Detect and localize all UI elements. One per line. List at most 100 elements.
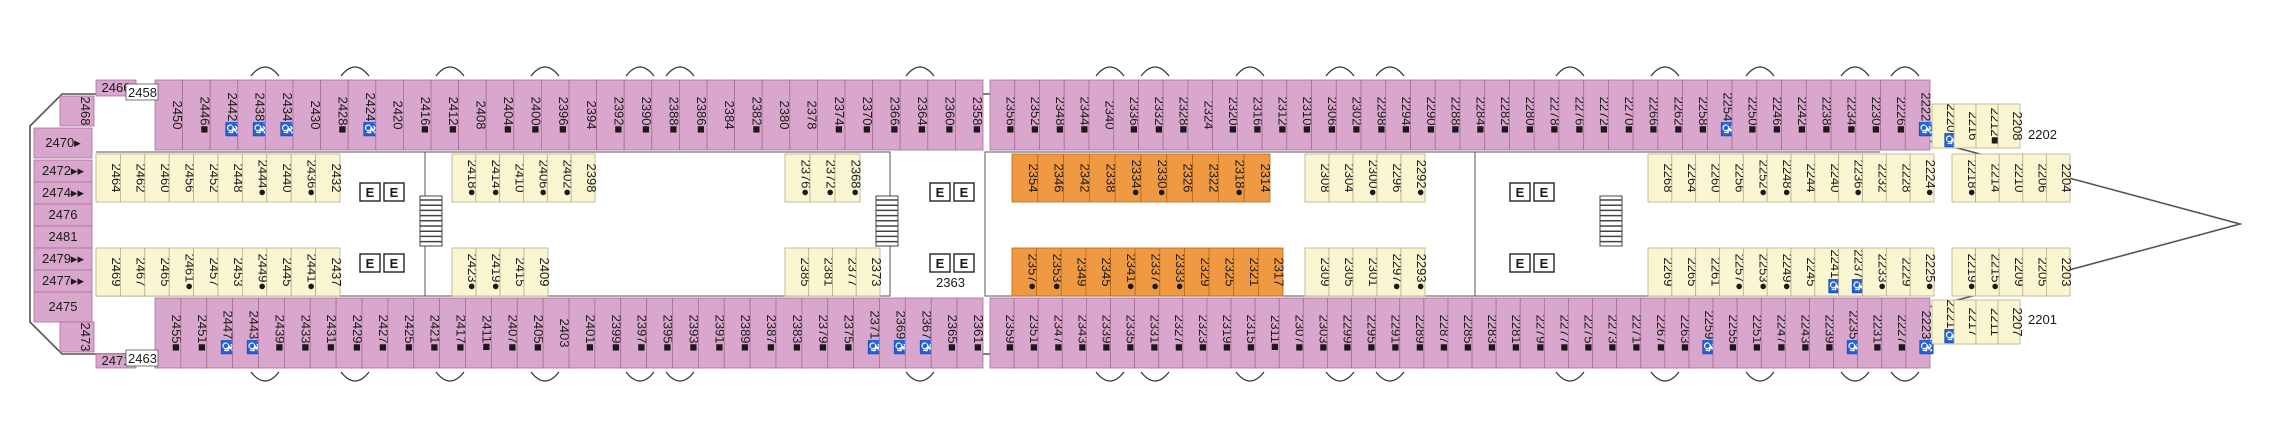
cabin-2226[interactable]: 2226■ — [1880, 79, 1909, 151]
cabin-2450[interactable]: 2450 — [154, 79, 185, 151]
cabin-2314[interactable]: 2314 — [1243, 153, 1273, 203]
cabin-2398[interactable]: 2398 — [570, 153, 599, 203]
cabin-2395[interactable]: 2395■ — [646, 297, 676, 369]
cabin-2337[interactable]: 2337● — [1134, 247, 1164, 297]
cabin-2349[interactable]: 2349 — [1060, 247, 1090, 297]
cabin-2328[interactable]: 2328■ — [1162, 79, 1192, 151]
cabin-2461[interactable]: 2461● — [168, 247, 197, 297]
cabin-2317[interactable]: 2317 — [1257, 247, 1287, 297]
cabin-2272[interactable]: 2272■ — [1583, 79, 1612, 151]
cabin-2412[interactable]: 2412■ — [430, 79, 461, 151]
cabin-2425[interactable]: 2425■ — [387, 297, 417, 369]
cabin-2333[interactable]: 2333● — [1159, 247, 1188, 297]
cabin-2481[interactable]: 2481 — [33, 225, 93, 249]
cabin-2401[interactable]: 2401■ — [568, 297, 598, 369]
cabin-2280[interactable]: 2280■ — [1509, 79, 1538, 151]
cabin-2392[interactable]: 2392■ — [596, 79, 627, 151]
cabin-2449[interactable]: 2449● — [241, 247, 271, 297]
cabin-2341[interactable]: 2341● — [1110, 247, 1139, 297]
cabin-2451[interactable]: 2451■ — [180, 297, 210, 369]
cabin-2320[interactable]: 2320■ — [1212, 79, 1241, 151]
cabin-2448[interactable]: 2448 — [217, 153, 246, 203]
cabin-2374[interactable]: 2374■ — [817, 79, 847, 151]
cabin-2468[interactable]: 2468 — [59, 95, 95, 127]
cabin-2263[interactable]: 2263■ — [1664, 297, 1693, 369]
cabin-2208[interactable]: 2208 — [1997, 103, 2025, 149]
cabin-2472[interactable]: 2472▸▸ — [33, 159, 93, 183]
cabin-2469[interactable]: 2469 — [95, 247, 124, 297]
cabin-2440[interactable]: 2440 — [266, 153, 295, 203]
cabin-2445[interactable]: 2445 — [266, 247, 295, 297]
cabin-2357[interactable]: 2357● — [1011, 247, 1040, 297]
cabin-2365[interactable]: 2365■ — [930, 297, 960, 369]
cabin-2460[interactable]: 2460 — [144, 153, 173, 203]
cabin-2467[interactable]: 2467 — [120, 247, 149, 297]
cabin-2352[interactable]: 2352■ — [1014, 79, 1043, 151]
cabin-2462[interactable]: 2462 — [120, 153, 149, 203]
cabin-2382[interactable]: 2382■ — [734, 79, 765, 151]
cabin-2310[interactable]: 2310■ — [1286, 79, 1315, 151]
cabin-2396[interactable]: 2396■ — [541, 79, 571, 151]
cabin-2386[interactable]: 2386■ — [679, 79, 709, 151]
cabin-2378[interactable]: 2378 — [789, 79, 820, 151]
cabin-2293[interactable]: 2293● — [1400, 247, 1429, 297]
cabin-2238[interactable]: 2238■ — [1805, 79, 1835, 151]
cabin-2348[interactable]: 2348■ — [1039, 79, 1068, 151]
cabin-2387[interactable]: 2387■ — [749, 297, 779, 369]
cabin-2456[interactable]: 2456 — [168, 153, 197, 203]
cabin-2408[interactable]: 2408 — [458, 79, 489, 151]
cabin-2389[interactable]: 2389■ — [723, 297, 753, 369]
cabin-2403[interactable]: 2403 — [542, 297, 572, 369]
cabin-2477[interactable]: 2477▸▸ — [33, 269, 93, 293]
cabin-2383[interactable]: 2383■ — [775, 297, 805, 369]
cabin-2242[interactable]: 2242■ — [1781, 79, 1810, 151]
cabin-2409[interactable]: 2409 — [523, 247, 552, 297]
cabin-2356[interactable]: 2356■ — [989, 79, 1018, 151]
cabin-2430[interactable]: 2430 — [292, 79, 323, 151]
cabin-2361[interactable]: 2361■ — [956, 297, 986, 369]
cabin-2284[interactable]: 2284■ — [1459, 79, 1488, 151]
cabin-2434[interactable]: 2434♿ — [264, 79, 295, 151]
cabin-2457[interactable]: 2457 — [193, 247, 222, 297]
cabin-2404[interactable]: 2404■ — [485, 79, 516, 151]
cabin-2270[interactable]: 2270■ — [1608, 79, 1637, 151]
cabin-2441[interactable]: 2441● — [290, 247, 319, 297]
cabin-2428[interactable]: 2428■ — [320, 79, 351, 151]
cabin-2281[interactable]: 2281■ — [1495, 297, 1524, 369]
cabin-2360[interactable]: 2360■ — [927, 79, 958, 151]
cabin-2254[interactable]: 2254♿ — [1706, 79, 1736, 151]
cabin-2344[interactable]: 2344■ — [1063, 79, 1093, 151]
cabin-2278[interactable]: 2278■ — [1533, 79, 1563, 151]
cabin-2259[interactable]: 2259♿ — [1688, 297, 1717, 369]
cabin-2473[interactable]: 2473 — [59, 321, 95, 353]
cabin-2292[interactable]: 2292● — [1400, 153, 1429, 203]
cabin-2443[interactable]: 2443♿ — [232, 297, 262, 369]
cabin-2347[interactable]: 2347■ — [1037, 297, 1066, 369]
cabin-2290[interactable]: 2290■ — [1410, 79, 1439, 151]
cabin-2470[interactable]: 2470▸ — [33, 127, 93, 159]
cabin-2388[interactable]: 2388■ — [651, 79, 682, 151]
cabin-2250[interactable]: 2250■ — [1731, 79, 1760, 151]
cabin-2400[interactable]: 2400■ — [513, 79, 544, 151]
cabin-2379[interactable]: 2379■ — [801, 297, 831, 369]
cabin-2439[interactable]: 2439■ — [258, 297, 288, 369]
cabin-2371[interactable]: 2371♿ — [853, 297, 883, 369]
cabin-2369[interactable]: 2369♿ — [879, 297, 909, 369]
cabin-2438[interactable]: 2438♿ — [237, 79, 268, 151]
cabin-2323[interactable]: 2323■ — [1182, 297, 1211, 369]
cabin-2340[interactable]: 2340 — [1088, 79, 1117, 151]
cabin-2394[interactable]: 2394 — [568, 79, 599, 151]
cabin-2318[interactable]: 2318● — [1218, 153, 1247, 203]
cabin-2306[interactable]: 2306■ — [1311, 79, 1340, 151]
cabin-2298[interactable]: 2298■ — [1360, 79, 1389, 151]
cabin-2372[interactable]: 2372● — [809, 153, 839, 203]
cabin-2474[interactable]: 2474▸▸ — [33, 181, 93, 205]
cabin-2384[interactable]: 2384 — [706, 79, 737, 151]
cabin-2262[interactable]: 2262■ — [1657, 79, 1686, 151]
cabin-2367[interactable]: 2367♿ — [904, 297, 934, 369]
cabin-2399[interactable]: 2399■ — [594, 297, 624, 369]
cabin-2390[interactable]: 2390■ — [623, 79, 654, 151]
cabin-2326[interactable]: 2326 — [1166, 153, 1196, 203]
cabin-2287[interactable]: 2287■ — [1423, 297, 1452, 369]
cabin-2230[interactable]: 2230■ — [1855, 79, 1884, 151]
